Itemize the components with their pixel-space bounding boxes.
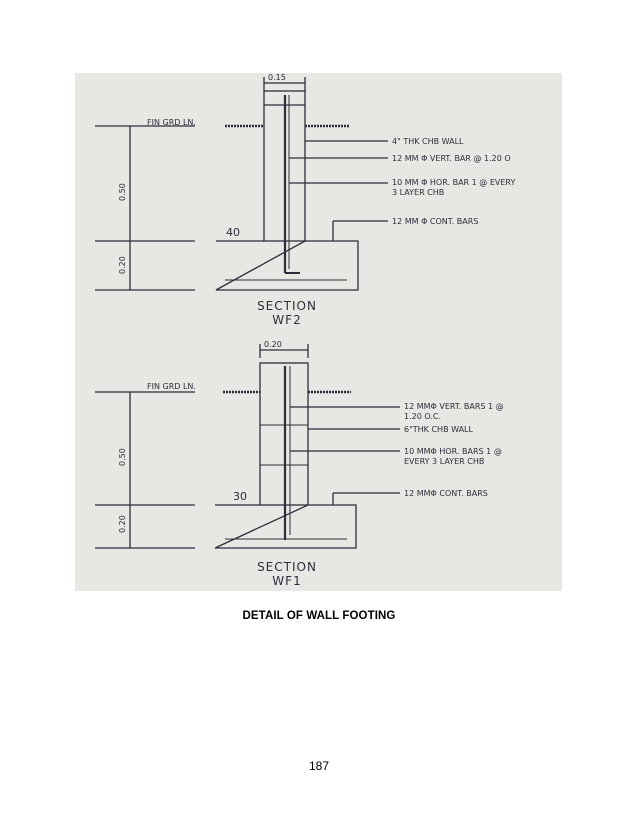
wf2-note-4: 3 LAYER CHB: [392, 188, 444, 197]
wf2-note-1: 4" THK CHB WALL: [392, 137, 464, 146]
wf1-footing-note: 30: [233, 490, 247, 503]
wf1-note-2: 1.20 O.C.: [404, 412, 441, 421]
wf1-footing: [214, 504, 357, 549]
section-wf2: [95, 77, 388, 291]
wf1-dim-footing: 0.20: [118, 515, 127, 533]
wf1-title-line2: WF1: [272, 574, 301, 588]
wf2-note-3: 10 MM Φ HOR. BAR 1 @ EVERY: [392, 178, 515, 187]
wf1-width-dim: 0.20: [264, 340, 282, 349]
wf1-note-4: 10 MMΦ HOR. BARS 1 @: [404, 447, 502, 456]
wf2-dim-footing: 0.20: [118, 256, 127, 274]
wf2-title-line1: SECTION: [257, 299, 317, 313]
wf2-footing: [215, 240, 359, 291]
wf1-note-5: EVERY 3 LAYER CHB: [404, 457, 484, 466]
scanned-drawing: 0.15 FIN GRD LN. 4" THK CHB WALL 12 MM Φ…: [75, 73, 562, 591]
wf2-footing-note: 40: [226, 226, 240, 239]
wf2-title-line2: WF2: [272, 313, 301, 327]
section-wf1: [95, 344, 400, 549]
wf1-note-1: 12 MMΦ VERT. BARS 1 @: [404, 402, 504, 411]
wf1-dim-wall: 0.50: [118, 448, 127, 466]
wf2-width-dim: 0.15: [268, 73, 286, 82]
wf1-note-6: 12 MMΦ CONT. BARS: [404, 489, 488, 498]
wf2-fin-grd-label: FIN GRD LN.: [147, 118, 196, 127]
wf2-dim-wall: 0.50: [118, 183, 127, 201]
wf1-fin-grd-label: FIN GRD LN.: [147, 382, 196, 391]
wf2-note-5: 12 MM Φ CONT. BARS: [392, 217, 478, 226]
figure-caption: DETAIL OF WALL FOOTING: [242, 610, 396, 622]
wf1-title-line1: SECTION: [257, 560, 317, 574]
wf2-note-2: 12 MM Φ VERT. BAR @ 1.20 O: [392, 154, 511, 163]
wf1-note-3: 6"THK CHB WALL: [404, 425, 473, 434]
page-number: 187: [308, 759, 330, 773]
wall-footing-sketch: 0.15 FIN GRD LN. 4" THK CHB WALL 12 MM Φ…: [95, 73, 515, 588]
